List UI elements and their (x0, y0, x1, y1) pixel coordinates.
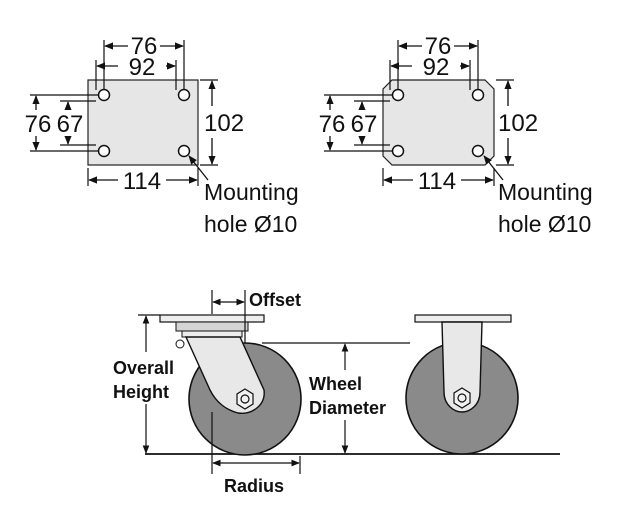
mounting-plate-right: 76 92 76 67 102 114 Mounting hole Ø10 (319, 33, 593, 237)
offset-label: Offset (249, 290, 301, 310)
dim-76-top: 76 (131, 33, 158, 60)
wheel-diameter-label: Wheel (309, 374, 362, 394)
rigid-axle-icon (457, 393, 467, 403)
radius-label: Radius (224, 476, 284, 496)
mounting-hole (471, 88, 485, 102)
mounting-hole (177, 144, 191, 158)
mounting-hole-label: Mounting (498, 179, 593, 205)
axle-icon (240, 394, 250, 404)
dim-114: 114 (123, 168, 161, 195)
mounting-hole (97, 144, 111, 158)
dim-92: 92 (129, 54, 156, 81)
mounting-hole-label: Mounting (204, 179, 299, 205)
mounting-hole (97, 88, 111, 102)
dim-67: 67 (57, 111, 84, 138)
overall-height-label-2: Height (113, 382, 169, 402)
wheel-diameter-dimension: Wheel Diameter (262, 342, 410, 454)
mounting-hole (391, 144, 405, 158)
brake-knob (175, 339, 185, 349)
swivel-bearing (175, 321, 249, 332)
mounting-hole-size-label: hole Ø10 (498, 211, 591, 237)
wheel-diameter-label-2: Diameter (309, 398, 386, 418)
overall-height-label: Overall (113, 358, 174, 378)
caster-top-plate (159, 314, 265, 323)
plate-body (382, 79, 495, 166)
rigid-top-plate (414, 314, 512, 323)
swivel-caster: Offset Overall Height Radius (113, 290, 560, 496)
mounting-plate-left: 76 92 76 67 102 114 Mounting hole Ø10 (25, 33, 299, 237)
dim-67: 67 (351, 111, 378, 138)
mounting-hole-size-label: hole Ø10 (204, 211, 297, 237)
mounting-hole (471, 144, 485, 158)
dim-114: 114 (418, 168, 456, 195)
rigid-fork (441, 321, 483, 413)
dim-102: 102 (498, 110, 538, 137)
dim-76-top: 76 (425, 33, 452, 60)
dim-76-left: 76 (319, 111, 346, 138)
swivel-base (181, 330, 243, 338)
mounting-hole (391, 88, 405, 102)
mounting-hole (177, 88, 191, 102)
dim-76-left: 76 (25, 111, 52, 138)
dim-102: 102 (204, 110, 244, 137)
rigid-caster (405, 314, 519, 455)
dim-92: 92 (423, 54, 450, 81)
